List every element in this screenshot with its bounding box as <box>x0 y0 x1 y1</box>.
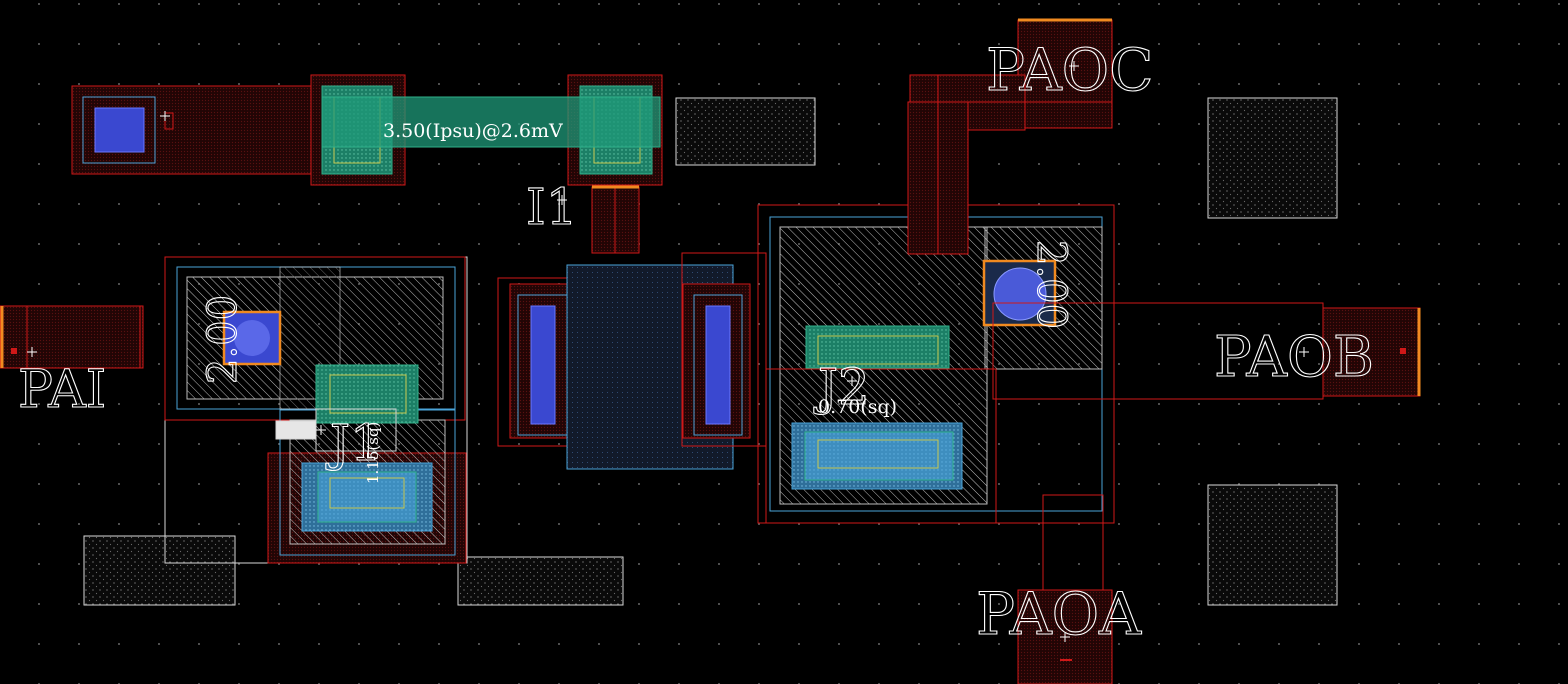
pads <box>83 97 1338 606</box>
label-j1-area[interactable]: 1.15(sq) <box>364 422 382 484</box>
label-via-right[interactable]: 2.00 <box>1027 239 1074 329</box>
label-paob[interactable]: PAOB <box>1213 324 1374 390</box>
label-j1[interactable]: J1 <box>324 413 382 472</box>
label-via-left[interactable]: 2.00 <box>199 294 246 384</box>
pad-top-middle[interactable] <box>675 97 816 166</box>
origin-markers <box>27 61 1309 642</box>
pad-bottom-right[interactable] <box>1207 484 1338 606</box>
pad-top-right[interactable] <box>1207 97 1338 219</box>
port-paob-structure[interactable] <box>992 302 1421 400</box>
label-pai[interactable]: PAI <box>17 359 106 420</box>
pin-labels: PAI PAOC PAOB PAOA I1 J1 J2 3.50(Ipsu)@2… <box>17 35 1374 648</box>
junction-j1-region[interactable] <box>164 256 468 564</box>
pad-bottom-left[interactable] <box>83 535 236 606</box>
junction-j2-region[interactable] <box>757 204 1115 524</box>
port-pai-structure[interactable] <box>0 305 144 369</box>
label-j2[interactable]: J2 <box>812 357 870 416</box>
contact-blue-top-left <box>94 107 145 153</box>
bias-resistor-body[interactable] <box>321 96 661 148</box>
bias-resistor-structure[interactable] <box>71 74 663 254</box>
central-inductor[interactable] <box>497 252 767 470</box>
label-paoc[interactable]: PAOC <box>985 35 1154 104</box>
pad-bottom-middle[interactable] <box>457 556 624 606</box>
label-bias-note[interactable]: 3.50(Ipsu)@2.6mV <box>383 120 563 142</box>
port-paoc-structure[interactable] <box>907 18 1113 255</box>
label-i1[interactable]: I1 <box>525 177 578 236</box>
label-j2-area[interactable]: 0.70(sq) <box>818 396 897 418</box>
label-paoa[interactable]: PAOA <box>975 579 1142 648</box>
